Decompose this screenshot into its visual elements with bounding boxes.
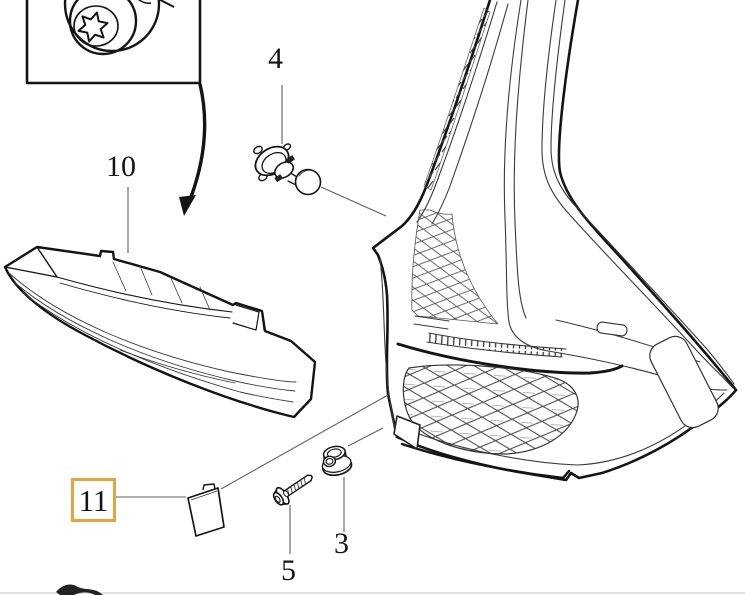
- callout-4[interactable]: 4: [268, 42, 283, 75]
- part-bulb-socket: [253, 143, 322, 196]
- part-tail-lamp-housing: [371, 0, 738, 482]
- part-cover-cap: [187, 483, 225, 537]
- callout-11-highlighted[interactable]: 11: [71, 478, 116, 522]
- callout-10[interactable]: 10: [106, 150, 136, 183]
- bottom-fragment: [0, 584, 745, 595]
- leader-lines: [114, 85, 389, 554]
- part-screw: [272, 474, 314, 506]
- part-nut: [321, 445, 353, 477]
- pointer-arrow-icon: [179, 83, 207, 216]
- callout-5[interactable]: 5: [281, 554, 296, 587]
- callout-3[interactable]: 3: [334, 527, 349, 560]
- torx-fastener-icon: [63, 0, 175, 56]
- inset-fastener-box: [25, 0, 202, 85]
- part-upper-lamp-assembly: [3, 245, 317, 419]
